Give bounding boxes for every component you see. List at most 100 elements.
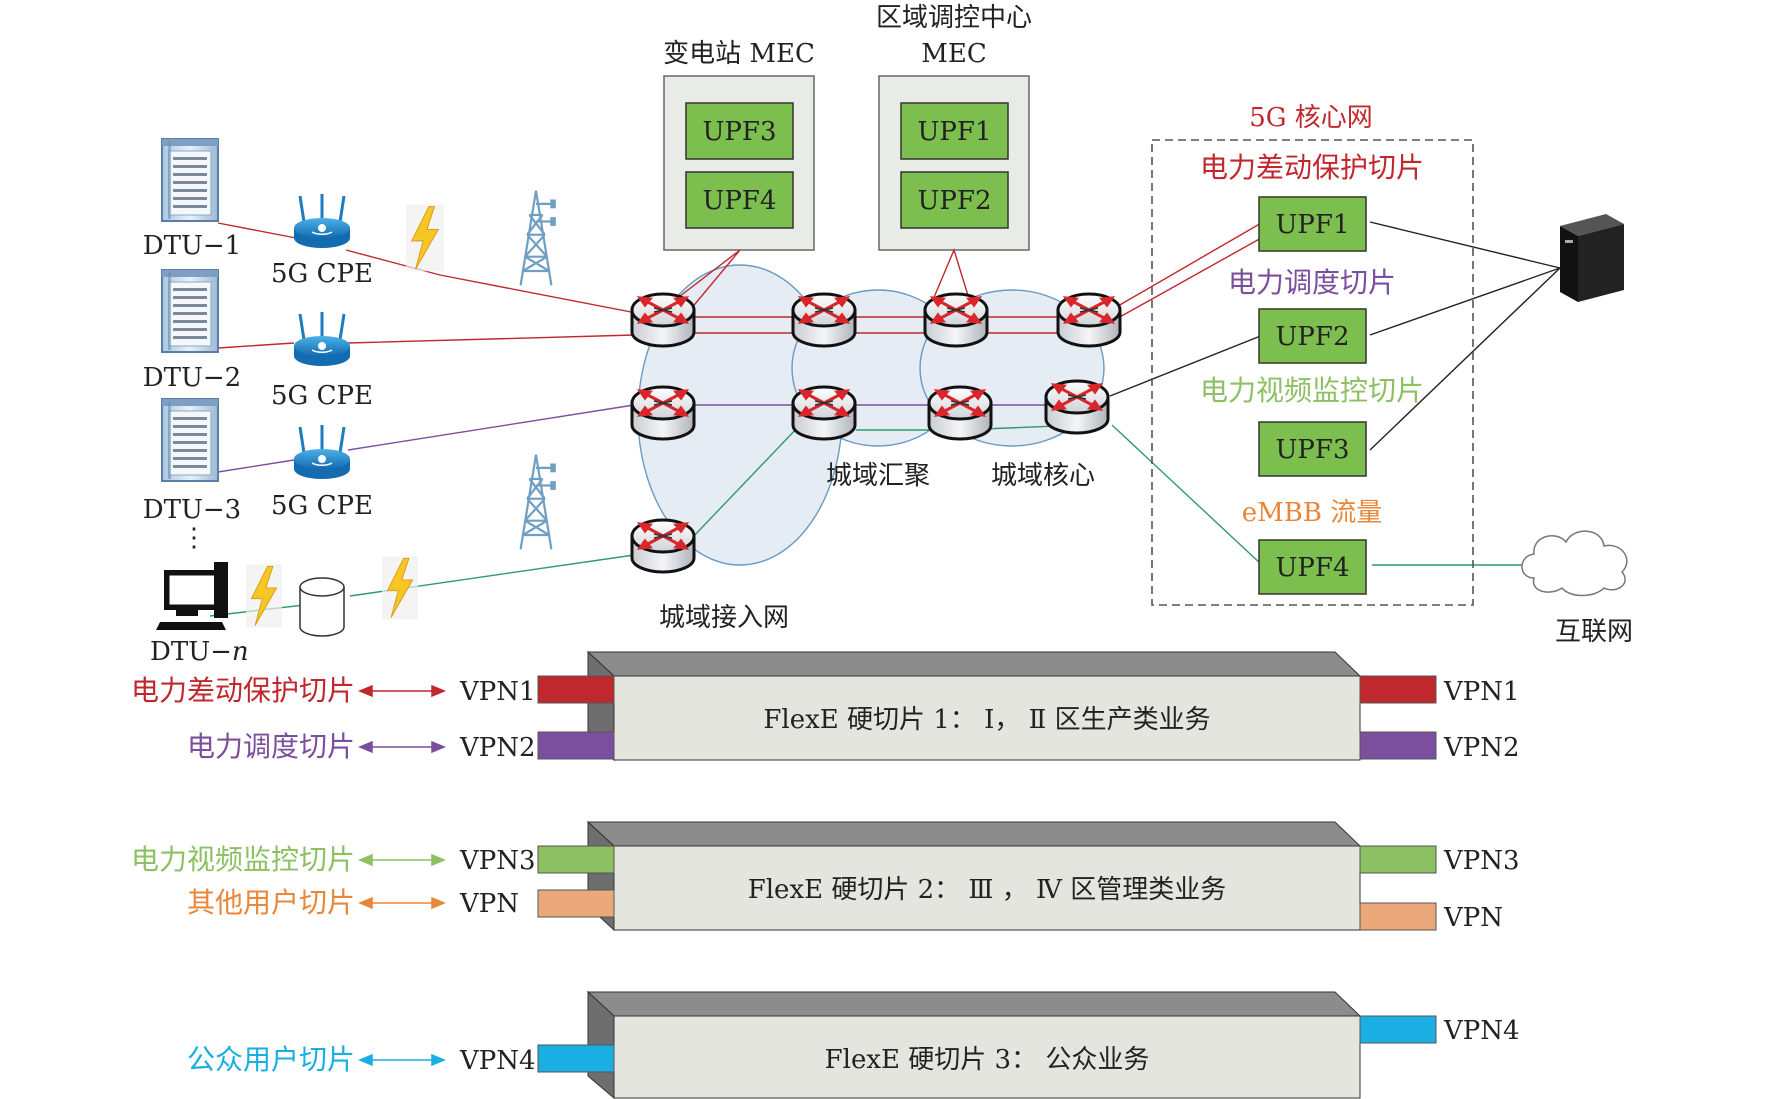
upf-box bbox=[1258, 308, 1367, 364]
vpn-right-bar bbox=[1359, 902, 1437, 931]
link-green bbox=[689, 424, 801, 541]
mec-upf-label: UPF3 bbox=[703, 117, 777, 147]
mec-upf-label: UPF4 bbox=[703, 186, 777, 216]
core-upf-label: UPF3 bbox=[1276, 435, 1350, 465]
vpn-left-bar bbox=[537, 845, 615, 874]
mec-upf-label: UPF2 bbox=[918, 186, 992, 216]
dtu-cabinet-icon bbox=[161, 269, 219, 353]
link-red bbox=[217, 342, 295, 349]
computer-icon bbox=[156, 562, 228, 630]
double-arrow-icon bbox=[358, 1053, 446, 1067]
router-icon bbox=[1056, 292, 1122, 348]
flexe-title: FlexE 硬切片 3： 公众业务 bbox=[825, 1045, 1150, 1075]
flexe-slice-1: FlexE 硬切片 1： Ⅰ， Ⅱ 区生产类业务 电力差动保护切片 VPN1 V… bbox=[131, 650, 1520, 763]
server-icon bbox=[1560, 214, 1624, 302]
core-slice-label: 电力差动保护切片 bbox=[1200, 151, 1424, 184]
cpe-devices: 5G CPE 5G CPE 5G CPE bbox=[271, 189, 557, 551]
dtu-devices: DTU−1 DTU−2 DTU−3 ⋮ DTU−n bbox=[143, 138, 418, 667]
link-green bbox=[1111, 424, 1263, 566]
vpn-right-bar bbox=[1359, 731, 1437, 760]
vpn-label: VPN1 bbox=[459, 677, 536, 707]
slice-label: 电力差动保护切片 bbox=[131, 674, 355, 707]
regional-center-mec: UPF1 UPF2 bbox=[878, 75, 1030, 251]
link-black bbox=[1369, 267, 1561, 336]
regional-center-title-mec: MEC bbox=[921, 39, 987, 69]
dtu-label: DTU−2 bbox=[143, 363, 241, 393]
vpn-label: VPN bbox=[459, 889, 519, 919]
vpn-label: VPN2 bbox=[459, 733, 536, 763]
vpn-label: VPN1 bbox=[1443, 677, 1520, 707]
dtu-label: DTU−1 bbox=[143, 231, 241, 261]
regional-center-title: 区域调控中心 bbox=[876, 3, 1032, 33]
dtu-cabinet-icon bbox=[161, 138, 219, 222]
flexe-slice-3: FlexE 硬切片 3： 公众业务 公众用户切片 VPN4 VPN4 bbox=[187, 990, 1520, 1099]
cpe-router-icon bbox=[292, 310, 352, 368]
upf-box bbox=[1258, 421, 1367, 477]
upf-box bbox=[1258, 539, 1367, 595]
core-slice-label: 电力调度切片 bbox=[1228, 266, 1396, 299]
router-icon bbox=[1044, 379, 1110, 435]
slice-label: 电力视频监控切片 bbox=[131, 843, 355, 876]
vpn-right-bar bbox=[1359, 1015, 1437, 1044]
vpn-label: VPN2 bbox=[1443, 733, 1520, 763]
internet-cloud-icon bbox=[1521, 530, 1628, 597]
router-icon bbox=[791, 292, 857, 348]
vpn-left-bar bbox=[537, 731, 615, 760]
dtu-label: DTU−n bbox=[150, 637, 249, 667]
router-icon bbox=[923, 292, 989, 348]
core-upf-label: UPF1 bbox=[1276, 210, 1350, 240]
flexe-title: FlexE 硬切片 1： Ⅰ， Ⅱ 区生产类业务 bbox=[763, 705, 1210, 735]
upf-box bbox=[685, 102, 794, 160]
core-title: 5G 核心网 bbox=[1249, 103, 1373, 133]
cpe-router-icon bbox=[292, 192, 352, 250]
core-slice-label: eMBB 流量 bbox=[1242, 498, 1383, 528]
link-purple bbox=[217, 459, 295, 473]
5g-core-network: 5G 核心网 电力差动保护切片 UPF1 电力调度切片 UPF2 电力视频监控切… bbox=[1151, 103, 1474, 606]
link-red bbox=[217, 222, 297, 239]
vpn-label: VPN bbox=[1443, 903, 1503, 933]
dtu-cabinet-icon bbox=[161, 398, 219, 482]
dtu-label: DTU−3 bbox=[143, 495, 241, 525]
tower-icon bbox=[519, 189, 557, 287]
metro-access-label: 城域接入网 bbox=[659, 603, 789, 633]
link-red bbox=[931, 247, 971, 303]
router-icon bbox=[630, 518, 696, 574]
double-arrow-icon bbox=[358, 896, 446, 910]
tower-icon bbox=[519, 453, 557, 551]
substation-mec-title: 变电站 MEC bbox=[663, 39, 815, 69]
router-icon bbox=[630, 385, 696, 441]
internet-label: 互联网 bbox=[1555, 617, 1633, 647]
router-icon bbox=[791, 385, 857, 441]
link-red bbox=[1117, 221, 1264, 307]
slice-label: 其他用户切片 bbox=[187, 886, 355, 919]
lightning-icon bbox=[382, 555, 418, 621]
vpn-label: VPN3 bbox=[459, 846, 536, 876]
metro-regions bbox=[637, 264, 1105, 566]
vpn-label: VPN4 bbox=[459, 1046, 536, 1076]
upf-box bbox=[1258, 196, 1367, 252]
link-black bbox=[1369, 221, 1561, 269]
slice-label: 公众用户切片 bbox=[187, 1043, 355, 1076]
metro-aggregation-label: 城域汇聚 bbox=[826, 461, 930, 491]
link-black bbox=[1109, 334, 1264, 397]
dtu-ellipsis: ⋮ bbox=[181, 523, 207, 553]
vpn-right-bar bbox=[1359, 845, 1437, 874]
vpn-left-bar bbox=[537, 1044, 615, 1073]
router-icon bbox=[927, 385, 993, 441]
upf-box bbox=[900, 102, 1009, 160]
link-red bbox=[1117, 236, 1264, 319]
vpn-right-bar bbox=[1359, 675, 1437, 704]
link-red bbox=[661, 249, 741, 311]
slice-label: 电力调度切片 bbox=[187, 730, 355, 763]
double-arrow-icon bbox=[358, 853, 446, 867]
upf-box bbox=[900, 171, 1009, 229]
double-arrow-icon bbox=[358, 740, 446, 754]
link-red bbox=[345, 249, 663, 319]
core-slice-label: 电力视频监控切片 bbox=[1200, 374, 1424, 407]
cpe-label: 5G CPE bbox=[271, 259, 373, 289]
router-icon bbox=[630, 292, 696, 348]
cpe-label: 5G CPE bbox=[271, 491, 373, 521]
link-red bbox=[347, 334, 663, 344]
lightning-icon bbox=[406, 204, 444, 272]
lightning-icon bbox=[246, 563, 282, 629]
